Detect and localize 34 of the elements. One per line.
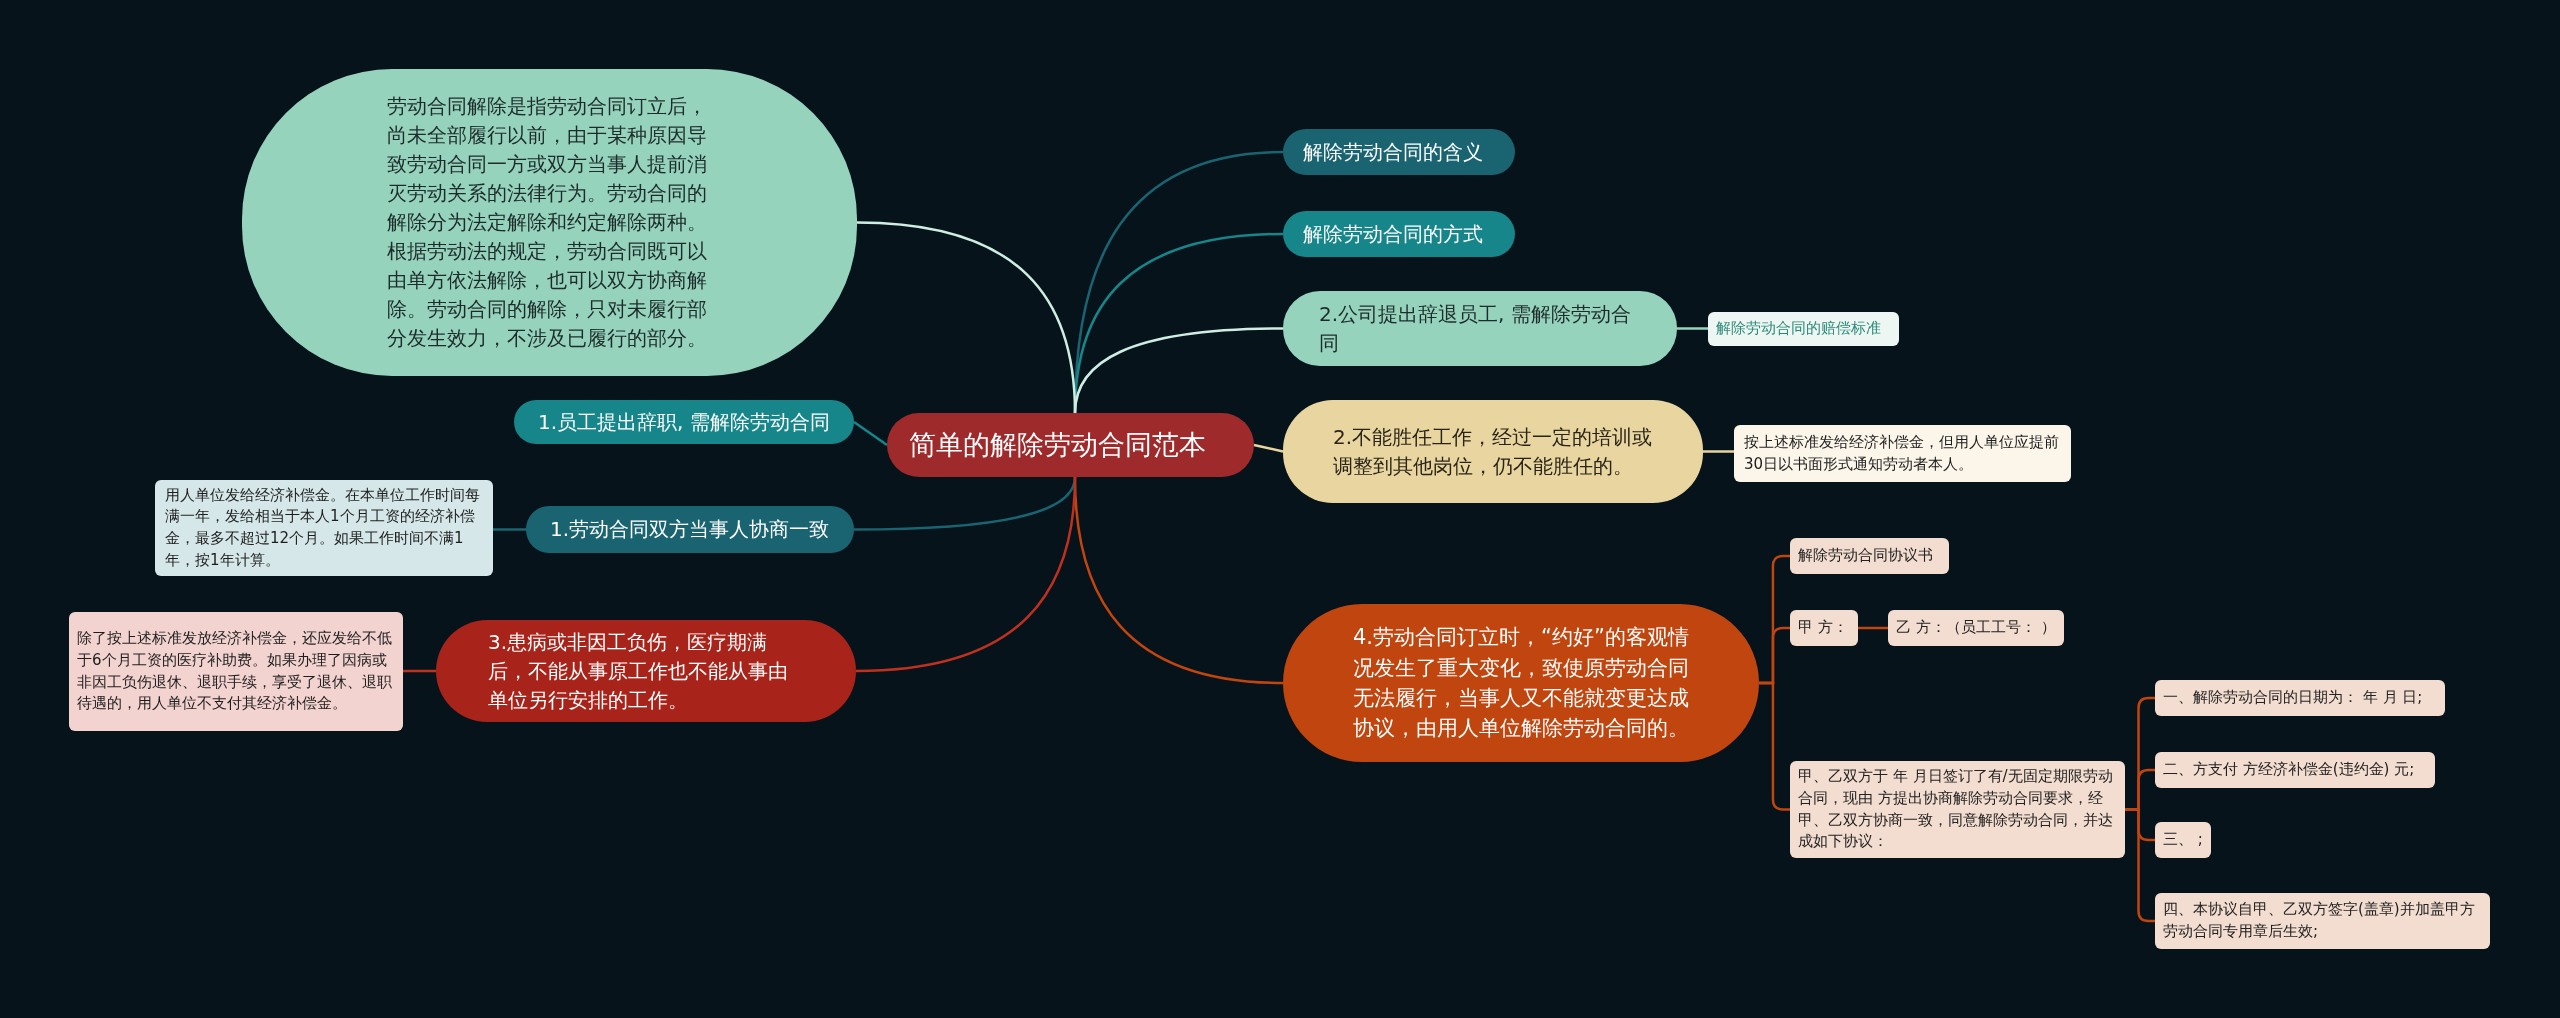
connector-line — [1703, 450, 1734, 453]
central-topic: 简单的解除劳动合同范本 — [887, 413, 1254, 477]
topic-pill: 解除劳动合同的方式 — [1283, 211, 1515, 257]
topic-pill: 解除劳动合同的含义 — [1283, 129, 1515, 175]
topic-pill: 1.劳动合同双方当事人协商一致 — [526, 506, 854, 553]
note-box: 一、解除劳动合同的日期为： 年 月 日; — [2155, 680, 2445, 716]
note-box: 解除劳动合同的赔偿标准 — [1708, 312, 1899, 346]
connector-line — [855, 476, 1077, 673]
topic-pill: 2.公司提出辞退员工, 需解除劳动合同 — [1283, 291, 1677, 366]
topic-pill: 3.患病或非因工负伤，医疗期满后，不能从事原工作也不能从事由单位另行安排的工作。 — [436, 620, 856, 722]
connector-line — [1759, 681, 1790, 811]
connector-line — [2125, 808, 2155, 923]
connector-line — [493, 528, 526, 531]
note-box: 甲、乙双方于 年 月日签订了有/无固定期限劳动合同，现由 方提出协商解除劳动合同要求，经甲、乙双方协商一致，同意解除劳动合同，并达成如下协议： — [1790, 761, 2125, 858]
connector-line — [856, 221, 1077, 414]
note-box: 用人单位发给经济补偿金。在本单位工作时间每满一年，发给相当于本人1个月工资的经济补偿金，最多不超过12个月。如果工作时间不满1年，按1年计算。 — [155, 480, 493, 576]
topic-pill: 2.不能胜任工作，经过一定的培训或调整到其他岗位，仍不能胜任的。 — [1283, 400, 1703, 503]
connector-line — [1677, 327, 1708, 330]
note-box: 二、方支付 方经济补偿金(违约金) 元; — [2155, 752, 2435, 788]
connector-line — [403, 669, 436, 673]
connector-line — [853, 420, 888, 447]
topic-pill: 1.员工提出辞职, 需解除劳动合同 — [514, 400, 854, 444]
note-box: 甲 方： — [1790, 610, 1858, 646]
note-box: 乙 方：（员工工号： ） — [1888, 610, 2064, 646]
note-box: 四、本协议自甲、乙双方签字(盖章)并加盖甲方劳动合同专用章后生效; — [2155, 893, 2490, 949]
note-box: 除了按上述标准发放经济补偿金，还应发给不低于6个月工资的医疗补助费。如果办理了因病或非因工负伤退休、退职手续，享受了退休、退职待遇的，用人单位不支付其经济补偿金。 — [69, 612, 403, 731]
connector-line — [1253, 443, 1284, 453]
topic-pill: 4.劳动合同订立时，“约好”的客观情况发生了重大变化，致使原劳动合同无法履行，当事人又不能就变更达成协议，由用人单位解除劳动合同的。 — [1283, 604, 1759, 762]
note-box: 解除劳动合同协议书 — [1790, 538, 1949, 574]
note-box: 按上述标准发给经济补偿金，但用人单位应提前30日以书面形式通知劳动者本人。 — [1734, 425, 2071, 482]
note-box: 三、 ; — [2155, 822, 2211, 858]
definition-bubble: 劳动合同解除是指劳动合同订立后，尚未全部履行以前，由于某种原因导致劳动合同一方或双方当事人提前消灭劳动关系的法律行为。劳动合同的解除分为法定解除和约定解除两种。根据劳动法的规定，劳动合同既可以由单方依法解除，也可以双方协商解除。劳动合同的解除，只对未履行部分发生效力，不涉及已履行的部分。 — [242, 69, 857, 376]
connector-line — [1858, 626, 1888, 630]
connector-line — [854, 476, 1077, 531]
